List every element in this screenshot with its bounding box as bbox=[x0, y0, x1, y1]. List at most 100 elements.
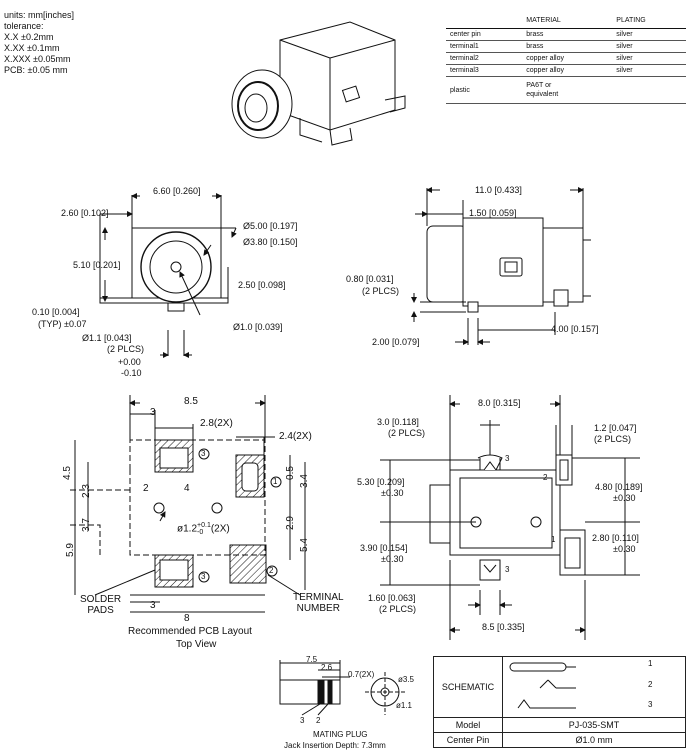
dim-peg-height: 0.80 [0.031] bbox=[346, 274, 394, 284]
tolerance-xxx: X.XX ±0.1mm bbox=[4, 43, 60, 53]
plug-dim-ring: 0.7(2X) bbox=[348, 670, 375, 679]
schematic-pin: 3 bbox=[648, 700, 653, 709]
dim-bottom-f-tol: ±0.30 bbox=[613, 544, 636, 554]
pcb-dim-upper: 2.3 bbox=[80, 484, 92, 498]
pcb-hole-count: (2X) bbox=[210, 523, 230, 535]
part-cell: terminal1 bbox=[446, 40, 523, 53]
dim-bottom-gap-note: (TYP) ±0.07 bbox=[38, 319, 87, 329]
plug-dim-length: 7.5 bbox=[306, 655, 318, 664]
tolerance-xxxx: X.XXX ±0.05mm bbox=[4, 54, 71, 64]
bottom-view bbox=[380, 395, 640, 640]
plug-dim-tip: 2.6 bbox=[321, 663, 333, 672]
dim-top-width: 6.60 [0.260] bbox=[153, 186, 201, 196]
pcb-dim-side-height: 3.4 bbox=[298, 474, 310, 488]
bottom-terminal-marker: 3 bbox=[505, 565, 510, 574]
schematic-pin: 2 bbox=[648, 680, 653, 689]
table-row: SCHEMATIC 1 2 3 bbox=[433, 656, 686, 718]
solder-pads-label: SOLDER PADS bbox=[80, 594, 122, 616]
pcb-dim-pad-offset: 3 bbox=[150, 407, 156, 418]
plug-marker: 3 bbox=[300, 716, 305, 725]
dim-bottom-e: 3.90 [0.154] bbox=[360, 543, 408, 553]
dim-peg-spacing: 4.00 [0.157] bbox=[551, 324, 599, 334]
pcb-terminal-marker: 2 bbox=[269, 566, 274, 575]
plating-cell: silver bbox=[612, 64, 686, 77]
part-cell: terminal2 bbox=[446, 52, 523, 65]
material-cell: brass bbox=[522, 28, 613, 41]
schematic-table: SCHEMATIC 1 2 3 Model PJ-035-SMT Center … bbox=[433, 656, 686, 748]
dim-length: 11.0 [0.433] bbox=[475, 185, 522, 195]
pcb-hole-dia: ø1.2 bbox=[177, 523, 198, 535]
table-row: plastic PA6T or equivalent bbox=[446, 76, 686, 104]
materials-header: PLATING bbox=[612, 12, 686, 29]
pcb-dim-total-height: 5.9 bbox=[64, 543, 76, 557]
front-view bbox=[99, 193, 237, 358]
pcb-terminal-marker: 3 bbox=[201, 449, 206, 458]
bottom-terminal-marker: 1 bbox=[551, 535, 556, 544]
schematic-title: SCHEMATIC bbox=[433, 656, 503, 718]
table-row: Center Pin Ø1.0 mm bbox=[433, 732, 686, 748]
dim-bottom-gap: 0.10 [0.004] bbox=[32, 307, 80, 317]
pcb-terminal-marker: 1 bbox=[273, 477, 278, 486]
center-pin-value: Ø1.0 mm bbox=[502, 732, 686, 748]
dim-peg-width: 2.00 [0.079] bbox=[372, 337, 420, 347]
dim-bottom-f: 2.80 [0.110] bbox=[592, 533, 639, 543]
material-cell: brass bbox=[522, 40, 613, 53]
dim-pin-dia: Ø1.0 [0.039] bbox=[233, 322, 283, 332]
dim-bottom-b-note: (2 PLCS) bbox=[594, 434, 632, 444]
dim-outer-dia: Ø5.00 [0.197] bbox=[243, 221, 298, 231]
table-row: terminal3 copper alloy silver bbox=[446, 64, 686, 77]
materials-header bbox=[446, 12, 523, 29]
pcb-hole-tol-minus: -0 bbox=[197, 529, 204, 536]
pcb-caption-title: Recommended PCB Layout bbox=[128, 626, 252, 637]
bottom-terminal-marker: 2 bbox=[543, 473, 548, 482]
dim-front: 1.50 [0.059] bbox=[469, 208, 517, 218]
dim-bottom-a: 3.0 [0.118] bbox=[377, 417, 419, 427]
model-value: PJ-035-SMT bbox=[502, 717, 686, 733]
materials-header: MATERIAL bbox=[522, 12, 613, 29]
dim-leg-dia: Ø1.1 [0.043] bbox=[82, 333, 132, 343]
plug-caption-subtitle: Jack Insertion Depth: 7.3mm bbox=[284, 741, 386, 750]
part-cell: terminal3 bbox=[446, 64, 523, 77]
terminal-number-label: TERMINAL NUMBER bbox=[293, 592, 344, 614]
pcb-dim-hole-spacing: 4 bbox=[184, 483, 190, 494]
side-view bbox=[411, 187, 591, 345]
dim-bottom-g: 1.60 [0.063] bbox=[368, 593, 416, 603]
part-cell: center pin bbox=[446, 28, 523, 41]
dim-bottom-b: 1.2 [0.047] bbox=[594, 423, 637, 433]
dim-bottom-d: 4.80 [0.189] bbox=[595, 482, 643, 492]
part-cell: plastic bbox=[446, 76, 523, 104]
plating-cell: silver bbox=[612, 52, 686, 65]
dim-peg-note: (2 PLCS) bbox=[362, 286, 400, 296]
dim-leg-tol-minus: -0.10 bbox=[121, 368, 142, 378]
jack-3d-view bbox=[231, 21, 406, 146]
dim-bottom-c-tol: ±0.30 bbox=[381, 488, 404, 498]
pcb-dim-top: 4.5 bbox=[61, 466, 73, 480]
dim-left-offset: 2.60 [0.102] bbox=[61, 208, 109, 218]
pcb-hole-tol-plus: +0.1 bbox=[197, 522, 211, 529]
pcb-dim-lower-pad: 2.9 bbox=[284, 516, 296, 530]
material-cell: copper alloy bbox=[522, 64, 613, 77]
pcb-dim-width: 8.5 bbox=[184, 396, 198, 407]
pcb-dim-side-pad: 2.4(2X) bbox=[279, 431, 312, 442]
pcb-dim-hole-left: 2 bbox=[143, 483, 149, 494]
mating-plug-view bbox=[279, 660, 405, 716]
pcb-dim-side-offset: 0.5 bbox=[284, 466, 296, 480]
schematic-pin: 1 bbox=[648, 659, 653, 668]
pcb-caption-subtitle: Top View bbox=[176, 639, 217, 650]
dim-bottom-d-tol: ±0.30 bbox=[613, 493, 636, 503]
tolerance-xx: X.X ±0.2mm bbox=[4, 32, 54, 42]
plating-cell bbox=[612, 76, 686, 104]
pcb-dim-pad-width: 2.8(2X) bbox=[200, 418, 233, 429]
tolerance-title: tolerance: bbox=[4, 21, 44, 31]
dim-bottom-width: 8.0 [0.315] bbox=[478, 398, 521, 408]
dim-center-height: 2.50 [0.098] bbox=[238, 280, 286, 290]
pcb-dim-bottom-offset: 3 bbox=[150, 600, 156, 611]
pcb-terminal-marker: 3 bbox=[201, 572, 206, 581]
dim-inner-dia: Ø3.80 [0.150] bbox=[243, 237, 298, 247]
table-row: terminal2 copper alloy silver bbox=[446, 52, 686, 65]
tolerance-notes: units: mm[inches] tolerance: X.X ±0.2mm … bbox=[4, 10, 74, 76]
dim-bottom-e-tol: ±0.30 bbox=[381, 554, 404, 564]
tolerance-pcb: PCB: ±0.05 mm bbox=[4, 65, 68, 75]
table-row: center pin brass silver bbox=[446, 28, 686, 41]
